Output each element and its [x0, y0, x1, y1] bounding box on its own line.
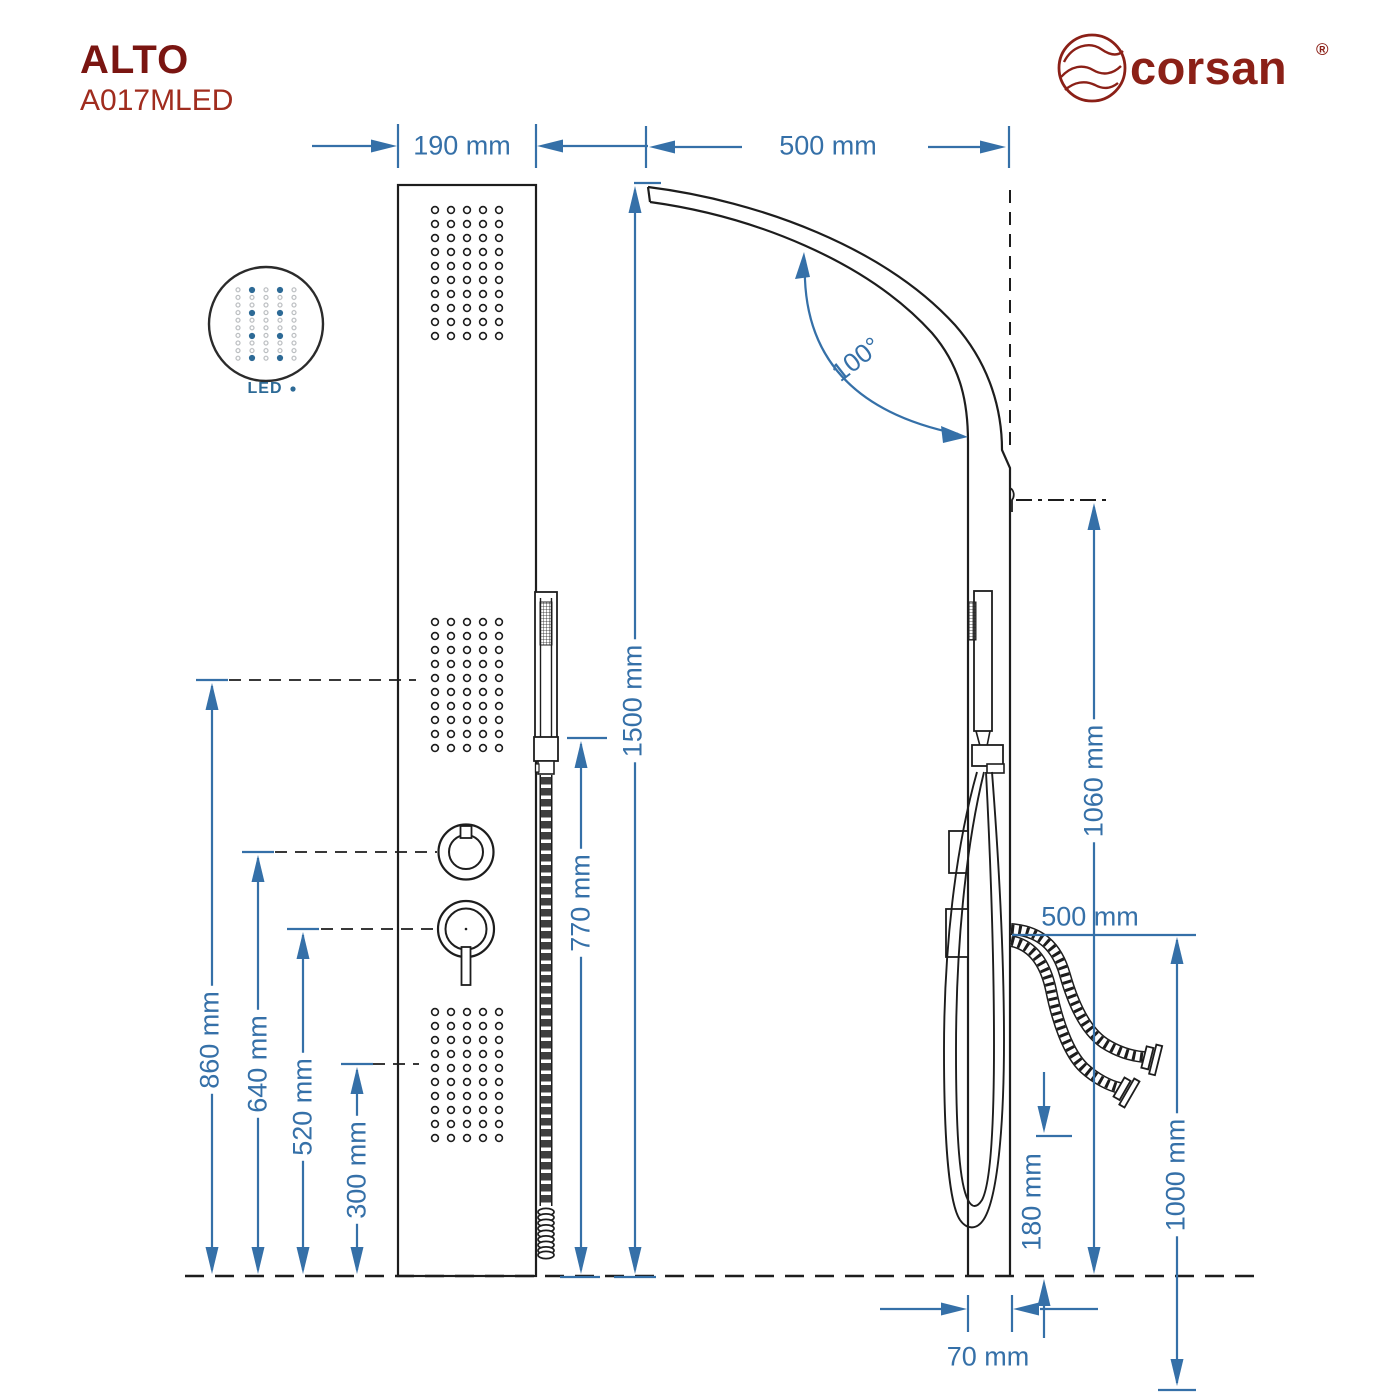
hose-loop-inner — [955, 771, 995, 1207]
spray-jets-grid-middle — [427, 615, 507, 756]
hose-loop-outer — [943, 771, 1005, 1229]
dim-outlet-height: 180 mm — [1016, 1148, 1048, 1256]
supply-hoses — [1009, 923, 1164, 1109]
dim-base-width: 70 mm — [946, 1341, 1030, 1372]
dim-lower-jets-height: 300 mm — [341, 1116, 373, 1224]
spray-jets-grid-bottom — [427, 1005, 507, 1146]
hose-fitting-upper — [1140, 1043, 1164, 1077]
side-view — [646, 185, 1164, 1276]
dim-front-width: 190 mm — [413, 130, 511, 161]
panel-arm-inner — [649, 200, 970, 1276]
panel-arm-outer — [647, 185, 1012, 1276]
hand-shower-side — [943, 590, 1005, 1229]
leader-lines — [229, 679, 437, 1065]
led-detail-circle — [207, 265, 325, 392]
dim-handshower-height: 770 mm — [565, 849, 597, 957]
brand-wordmark: corsan — [1130, 41, 1288, 94]
dim-hose-drop: 1000 mm — [1160, 1113, 1192, 1237]
led-dots — [248, 286, 284, 362]
dim-upper-jets-height: 860 mm — [194, 986, 226, 1094]
corsan-logo-icon — [1057, 33, 1127, 103]
dim-total-height: 1500 mm — [617, 639, 649, 763]
led-label: LED — [247, 380, 283, 397]
dim-arm-reach: 500 mm — [779, 130, 877, 161]
product-code: A017MLED — [80, 84, 234, 117]
spray-jets-grid-top — [427, 203, 507, 344]
diverter-knob — [437, 823, 495, 881]
knob-side-profile-lower — [945, 908, 969, 958]
dim-upper-knob-height: 640 mm — [242, 1010, 274, 1118]
hose-fitting-lower — [1112, 1076, 1141, 1109]
mixer-knob — [436, 899, 496, 986]
hand-shower-front — [533, 591, 559, 1260]
product-name: ALTO — [80, 38, 190, 82]
front-view — [396, 183, 559, 1278]
dim-lower-knob-height: 520 mm — [287, 1053, 319, 1161]
registered-trademark-symbol: ® — [1316, 40, 1329, 59]
dim-hose-span: 500 mm — [1041, 901, 1139, 932]
dim-wall-mount-height: 1060 mm — [1078, 719, 1110, 843]
hose-coil — [537, 1207, 555, 1260]
shower-holder-bracket — [533, 736, 559, 762]
